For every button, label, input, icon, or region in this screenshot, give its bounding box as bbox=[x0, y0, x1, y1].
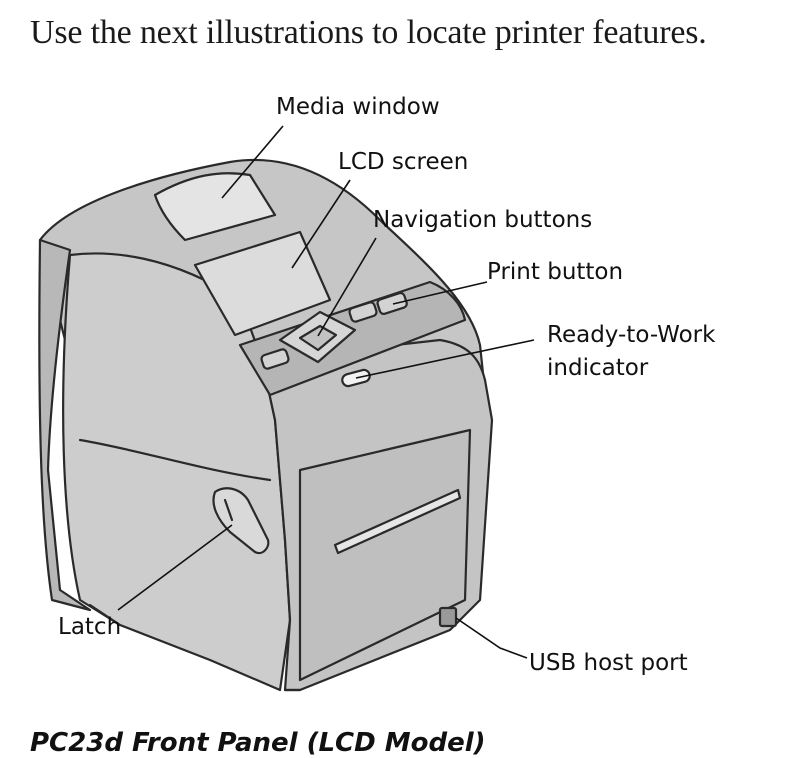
print-button-shape bbox=[376, 291, 408, 315]
usb-port-shape bbox=[438, 606, 458, 628]
label-latch: Latch bbox=[58, 614, 122, 640]
leader-ready-to-work bbox=[355, 339, 535, 379]
printer-left-body bbox=[62, 252, 292, 692]
leader-usb-host-port bbox=[455, 617, 528, 659]
label-print-button: Print button bbox=[487, 259, 624, 285]
label-ready-to-work-line2: indicator bbox=[547, 355, 649, 381]
label-ready-to-work-line1: Ready-to-Work bbox=[547, 322, 716, 348]
leader-latch bbox=[117, 524, 233, 611]
media-window-shape bbox=[153, 172, 277, 242]
printer-left-side bbox=[38, 238, 92, 612]
leader-print-button bbox=[392, 281, 488, 305]
printer-front-door bbox=[298, 428, 472, 682]
label-navigation-buttons: Navigation buttons bbox=[373, 207, 593, 233]
figure-caption: PC23d Front Panel (LCD Model) bbox=[30, 728, 486, 758]
nav-button-shape bbox=[348, 301, 378, 323]
paper-slot-shape bbox=[333, 488, 462, 555]
label-lcd-screen: LCD screen bbox=[338, 149, 469, 175]
lcd-screen-shape bbox=[193, 230, 332, 337]
left-button-shape bbox=[260, 348, 290, 370]
label-usb-host-port: USB host port bbox=[529, 650, 688, 676]
intro-text: Use the next illustrations to locate pri… bbox=[30, 14, 707, 51]
control-panel-shape bbox=[238, 280, 467, 397]
leader-lcd-screen bbox=[291, 179, 351, 269]
leader-navigation-buttons bbox=[317, 237, 377, 337]
label-media-window: Media window bbox=[276, 94, 440, 120]
leader-media-window bbox=[221, 125, 284, 199]
